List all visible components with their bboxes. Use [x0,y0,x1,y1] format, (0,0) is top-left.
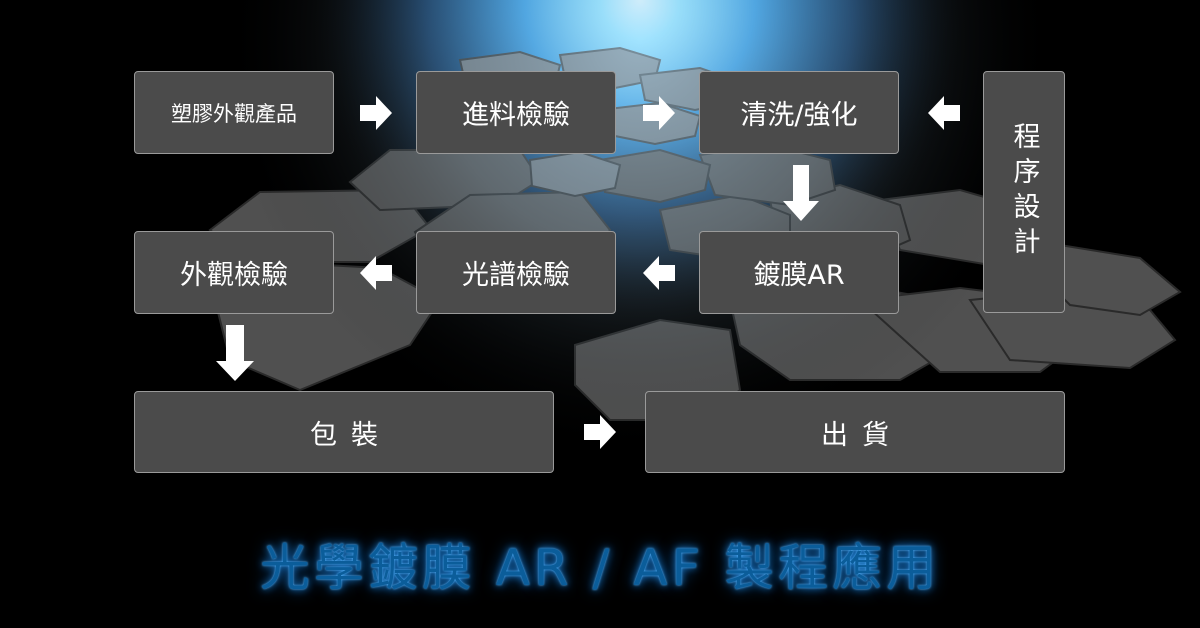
arrow-down-icon [783,165,819,221]
arrow-left-icon [360,256,392,290]
step-appearance-inspection: 外觀檢驗 [134,231,334,314]
page-title: 光學鍍膜 AR / AF 製程應用 [259,539,941,597]
step-cleaning-strengthening-label: 清洗/強化 [740,100,858,131]
step-incoming-inspection-label: 進料檢驗 [462,100,570,131]
step-program-design: 程序設計 [983,71,1065,313]
step-spectrum-inspection: 光譜檢驗 [416,231,616,314]
step-incoming-inspection: 進料檢驗 [416,71,616,154]
step-plastic-products: 塑膠外觀產品 [134,71,334,154]
arrow-left-icon [643,256,675,290]
step-packaging-label: 包裝 [310,419,392,451]
step-plastic-products-label: 塑膠外觀產品 [171,101,297,126]
step-program-design-label: 程序設計 [1008,122,1040,262]
step-shipping-label: 出貨 [821,419,903,451]
arrow-right-icon [584,415,616,449]
arrow-left-icon [928,96,960,130]
step-spectrum-inspection-label: 光譜檢驗 [462,260,570,291]
arrow-right-icon [360,96,392,130]
step-appearance-inspection-label: 外觀檢驗 [180,260,288,291]
step-coating-ar: 鍍膜AR [699,231,899,314]
arrow-down-icon [216,325,254,381]
step-cleaning-strengthening: 清洗/強化 [699,71,899,154]
step-coating-ar-label: 鍍膜AR [753,260,845,291]
arrow-right-icon [643,96,675,130]
step-shipping: 出貨 [645,391,1065,473]
step-packaging: 包裝 [134,391,554,473]
